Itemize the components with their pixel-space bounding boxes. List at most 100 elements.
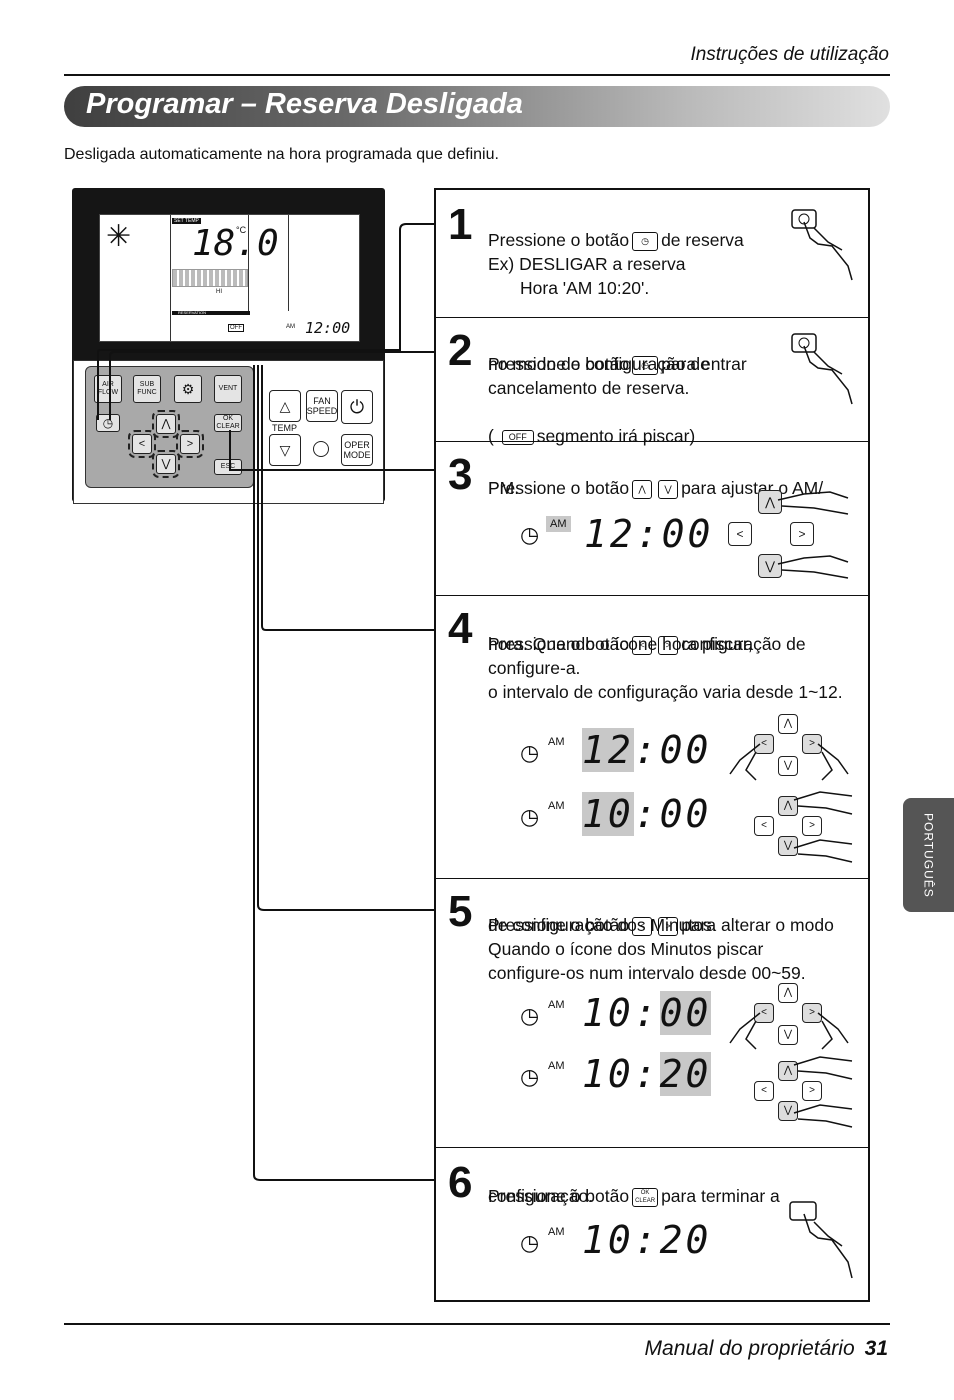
minute-digits: 20 bbox=[659, 1052, 712, 1096]
footer: Manual do proprietário 31 bbox=[645, 1337, 888, 1361]
step-text: Pressione o botão bbox=[488, 230, 630, 250]
am-indicator: AM bbox=[548, 1060, 565, 1072]
language-tab-label: PORTUGUÊS bbox=[921, 812, 936, 898]
page-number: 31 bbox=[864, 1337, 888, 1360]
vent-button[interactable]: VENT bbox=[214, 375, 242, 403]
left-arrow-icon: < bbox=[754, 1081, 774, 1101]
step-number: 2 bbox=[448, 326, 473, 375]
step-line: configure-os num intervalo desde 00~59. bbox=[488, 963, 806, 983]
step-line: de configuração dos Minutos. bbox=[488, 915, 717, 935]
minute-digits: :00 bbox=[633, 728, 712, 772]
step-text: Pressione o botão bbox=[488, 1186, 630, 1206]
header-text: Instruções de utilização bbox=[690, 44, 889, 65]
fan-speed-button[interactable]: FAN SPEED bbox=[306, 390, 338, 422]
right-arrow-button[interactable]: > bbox=[176, 430, 204, 458]
right-arrow-icon: > bbox=[790, 522, 814, 546]
step-text-after: para terminar a bbox=[661, 1186, 780, 1206]
left-arrow-icon: < bbox=[754, 734, 774, 754]
right-arrow-icon: > bbox=[802, 1003, 822, 1023]
step-text: Pressione o botão bbox=[488, 354, 630, 374]
step-text-after: para alterar o modo bbox=[681, 915, 834, 935]
time-display: 12:00 bbox=[584, 512, 714, 556]
clock-icon: ◷ bbox=[520, 1064, 540, 1089]
fan-level-bars bbox=[172, 269, 248, 287]
hand-press-icon bbox=[789, 1201, 853, 1279]
minute-digits: :00 bbox=[633, 792, 712, 836]
step-line: cancelamento de reserva. bbox=[488, 378, 690, 398]
down-arrow-button[interactable]: ⋁ bbox=[152, 450, 180, 478]
temp-up-button[interactable]: △ bbox=[269, 390, 301, 422]
step-number: 3 bbox=[448, 450, 473, 499]
step-number: 5 bbox=[448, 887, 473, 936]
hand-icon bbox=[777, 491, 849, 579]
reservation-clock-button[interactable]: ◷ bbox=[96, 414, 120, 432]
arrow-keys-with-hands: ⋀ < > ⋁ bbox=[728, 490, 849, 580]
arrow-keys-with-hands: ⋀ < > ⋁ bbox=[754, 1051, 854, 1131]
lcd-unit: °C bbox=[236, 225, 247, 235]
ok-clear-icon: OK CLEAR bbox=[632, 1187, 659, 1207]
up-arrow-icon: ⋀ bbox=[778, 796, 798, 816]
steps-box: 1 Pressione o botão◷de reserva Ex) DESLI… bbox=[434, 188, 870, 1302]
am-indicator: AM bbox=[548, 800, 565, 812]
hand-press-icon bbox=[791, 333, 853, 405]
clock-icon: ◷ bbox=[520, 1003, 540, 1028]
clock-icon: ◷ bbox=[520, 804, 540, 829]
time-display: 10:20 bbox=[582, 1218, 712, 1262]
set-temp-label: SET TEMP bbox=[172, 218, 201, 224]
air-flow-button[interactable]: AIR FLOW bbox=[94, 375, 122, 403]
hour-digits: 10 bbox=[582, 792, 634, 836]
hand-icon bbox=[793, 791, 853, 863]
left-arrow-icon: < bbox=[728, 522, 752, 546]
minute-digits: 00 bbox=[659, 991, 712, 1035]
lcd-reservation: RESERVATION bbox=[172, 311, 250, 315]
page-title: Programar – Reserva Desligada bbox=[86, 88, 523, 120]
up-arrow-icon: ⋀ bbox=[632, 479, 653, 499]
hands-icon bbox=[729, 743, 849, 781]
footer-text: Manual do proprietário bbox=[644, 1337, 855, 1360]
right-arrow-icon: > bbox=[658, 916, 679, 936]
step-2: 2 Pressione o botão◷para entrar no modo … bbox=[436, 317, 868, 446]
down-arrow-icon: ⋁ bbox=[758, 554, 782, 578]
step-example-time: Hora 'AM 10:20'. bbox=[520, 278, 650, 298]
arrow-keys-with-hands: ⋀ < > ⋁ bbox=[754, 786, 854, 866]
language-tab bbox=[903, 798, 954, 912]
am-indicator: AM bbox=[548, 736, 565, 748]
power-button[interactable]: ⏻ bbox=[341, 390, 373, 424]
lcd-time: 12:00 bbox=[305, 319, 351, 337]
indicator-led bbox=[313, 441, 329, 457]
step-line: configure-a. bbox=[488, 658, 581, 678]
up-arrow-icon: ⋀ bbox=[758, 490, 782, 514]
settings-gear-icon[interactable]: ⚙ bbox=[174, 375, 202, 403]
intro-text: Desligada automaticamente na hora progra… bbox=[64, 146, 499, 163]
up-arrow-button[interactable]: ⋀ bbox=[152, 410, 180, 438]
step-line: no modo de configuração de bbox=[488, 354, 710, 374]
header-rule bbox=[64, 74, 890, 76]
esc-button[interactable]: ESC bbox=[214, 459, 242, 475]
step-text-after: de reserva bbox=[661, 230, 744, 250]
left-arrow-icon: < bbox=[632, 916, 653, 936]
step-line: o intervalo de configuração varia desde … bbox=[488, 682, 843, 702]
ok-clear-button[interactable]: OK CLEAR bbox=[214, 414, 242, 432]
am-indicator: AM bbox=[548, 999, 565, 1011]
arrow-keys-with-hands: ⋀ < > ⋁ bbox=[726, 714, 852, 784]
left-arrow-icon: < bbox=[632, 635, 653, 655]
off-segment-icon: OFF bbox=[501, 429, 534, 445]
step-1: 1 Pressione o botão◷de reserva Ex) DESLI… bbox=[436, 190, 868, 317]
oper-mode-button[interactable]: OPER MODE bbox=[341, 434, 373, 466]
lcd-fan-hi: HI bbox=[216, 289, 222, 295]
right-arrow-icon: > bbox=[802, 816, 822, 836]
hour-digits: 10: bbox=[582, 991, 660, 1035]
left-arrow-button[interactable]: < bbox=[128, 430, 156, 458]
step-5: 5 Pressione o botão<>para alterar o modo… bbox=[436, 878, 868, 1148]
step-example: Ex) DESLIGAR a reserva bbox=[488, 254, 686, 274]
remote-lcd: ✳ SET TEMP 18.0 °C HI RESERVATION OFF AM… bbox=[99, 214, 360, 342]
right-arrow-icon: > bbox=[802, 734, 822, 754]
down-arrow-icon: ⋁ bbox=[778, 756, 798, 776]
up-arrow-icon: ⋀ bbox=[778, 714, 798, 734]
temp-down-button[interactable]: ▽ bbox=[269, 434, 301, 466]
sub-func-button[interactable]: SUB FUNC bbox=[133, 375, 161, 403]
step-line: hora. Quando o ícone hora piscar, bbox=[488, 634, 753, 654]
clock-icon: ◷ bbox=[520, 740, 540, 765]
step-number: 4 bbox=[448, 604, 473, 653]
